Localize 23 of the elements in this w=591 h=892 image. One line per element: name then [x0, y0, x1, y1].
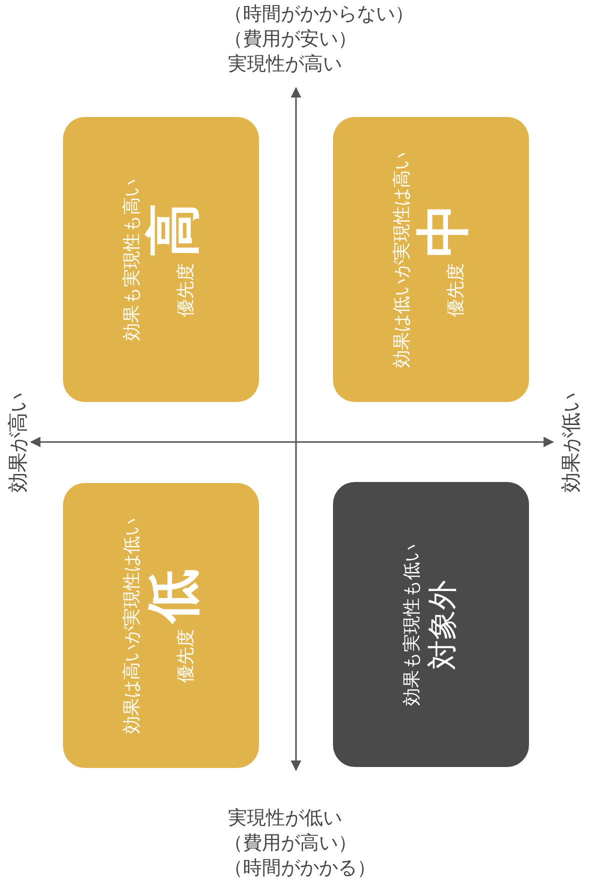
priority-label: 優先度 — [444, 262, 467, 316]
quadrant-card — [333, 482, 529, 767]
axis-label: 実現性が高い — [228, 52, 342, 76]
priority-label: 優先度 — [174, 262, 197, 316]
priority-level: 高 — [143, 202, 203, 256]
description-text: 効果は低いが実現性は高い — [390, 152, 413, 368]
description-text: 効果は高いが実現性は低い — [120, 518, 143, 734]
quadrant-card — [333, 117, 529, 402]
axis-label: 効果が高い — [4, 392, 30, 492]
priority-level: 中 — [413, 202, 473, 256]
priority-level: 低 — [143, 568, 203, 622]
quadrant-card — [63, 117, 259, 402]
priority-label: 優先度 — [174, 628, 197, 682]
description-text: 効果も実現性も高い — [120, 178, 143, 340]
status-text: 対象外 — [424, 580, 461, 670]
quadrant-card — [63, 483, 259, 768]
axis-label: （費用が高い） — [224, 831, 357, 855]
axis-label: （費用が安い） — [224, 27, 357, 51]
axis-label: 実現性が低い — [228, 806, 342, 830]
axis-label: （時間がかからない） — [224, 2, 414, 26]
axis-label: 効果が低い — [558, 392, 584, 492]
axis-label: （時間がかかる） — [224, 856, 376, 880]
description-text: 効果も実現性も低い — [400, 544, 423, 706]
